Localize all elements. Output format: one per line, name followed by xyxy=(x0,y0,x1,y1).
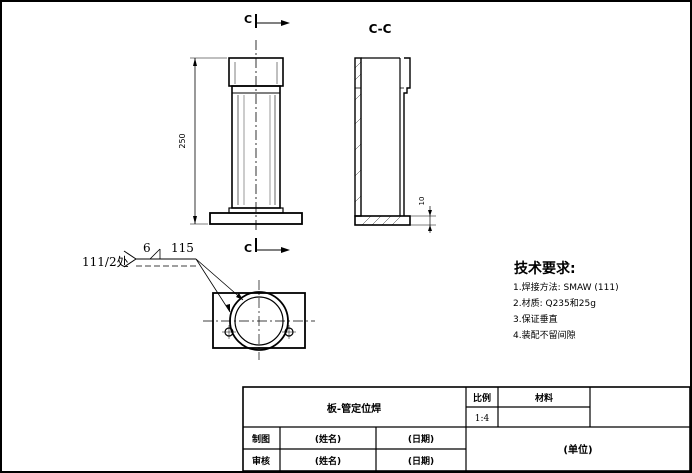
section-marker-top-label: C xyxy=(244,13,252,26)
section-marker-bottom xyxy=(255,238,290,253)
tech-requirements-title: 技术要求: xyxy=(514,260,576,277)
unit-placeholder: (单位) xyxy=(563,443,592,456)
drawn-name-placeholder: (姓名) xyxy=(315,433,341,445)
height-dimension-label: 250 xyxy=(178,133,187,148)
section-view xyxy=(354,57,436,233)
tech-requirement-item: 1.焊接方法: SMAW (111) xyxy=(513,281,619,293)
tech-requirement-item: 2.材质: Q235和25g xyxy=(513,297,596,309)
tech-requirement-item: 3.保证垂直 xyxy=(513,313,558,325)
thickness-dimension-label: 10 xyxy=(418,197,426,206)
section-marker-top xyxy=(255,14,290,28)
checked-name-placeholder: (姓名) xyxy=(315,455,341,467)
weld-reference: 111/2处 xyxy=(82,255,129,269)
front-view xyxy=(190,40,303,232)
top-view xyxy=(203,280,315,360)
checked-by-label: 审核 xyxy=(252,455,270,467)
material-label: 材料 xyxy=(534,392,553,404)
tech-requirement-item: 4.装配不留间隙 xyxy=(513,329,576,341)
scale-value: 1:4 xyxy=(475,414,490,424)
title-block xyxy=(242,386,691,472)
section-title: C-C xyxy=(369,22,392,36)
drawn-date-placeholder: (日期) xyxy=(408,433,434,445)
section-marker-bottom-label: C xyxy=(244,242,252,255)
checked-date-placeholder: (日期) xyxy=(408,455,434,467)
weld-length: 115 xyxy=(171,241,194,255)
drawn-by-label: 制图 xyxy=(252,433,270,445)
scale-label: 比例 xyxy=(473,392,491,404)
weld-symbol xyxy=(123,248,244,313)
weld-size: 6 xyxy=(143,241,151,255)
part-name: 板-管定位焊 xyxy=(327,402,381,415)
